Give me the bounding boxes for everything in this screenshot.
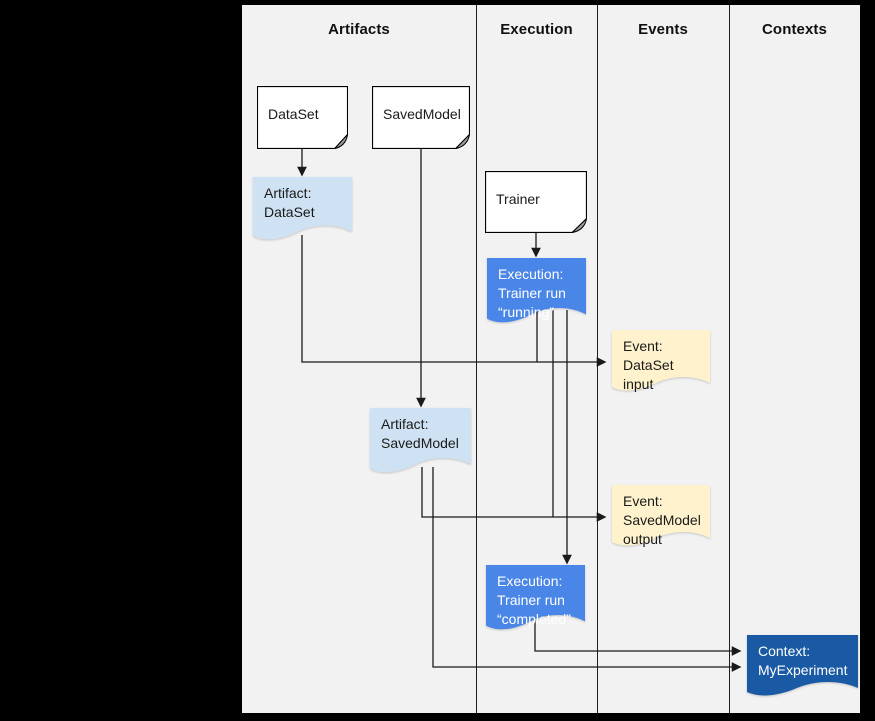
edge-completed-to-context bbox=[534, 620, 742, 656]
node-label: Event: SavedModel output bbox=[623, 493, 701, 547]
node-event-dataset-input: Event: DataSet input bbox=[612, 330, 710, 394]
node-label: SavedModel bbox=[383, 106, 461, 122]
node-dataset-type: DataSet bbox=[257, 86, 348, 149]
node-label: Artifact: SavedModel bbox=[381, 416, 459, 451]
edge-artifact-savedmodel-to-context bbox=[432, 467, 742, 672]
column-header-artifacts: Artifacts bbox=[328, 21, 390, 38]
node-label: Execution: Trainer run “completed” bbox=[497, 573, 571, 627]
mlmd-lineage-diagram: Artifacts Execution Events Contexts bbox=[242, 5, 860, 713]
column-header-events: Events bbox=[638, 21, 688, 38]
folded-note-shape bbox=[257, 86, 348, 149]
node-context-myexperiment: Context: MyExperiment bbox=[747, 635, 858, 699]
folded-note-shape bbox=[372, 86, 470, 149]
column-divider bbox=[729, 5, 730, 713]
folded-note-shape bbox=[485, 171, 587, 233]
edge-artifact-savedmodel-to-event bbox=[421, 467, 607, 522]
node-label: Context: MyExperiment bbox=[758, 643, 848, 678]
document-shape bbox=[253, 177, 352, 240]
node-label: Execution: Trainer run “running” bbox=[498, 266, 566, 320]
node-execution-completed: Execution: Trainer run “completed” bbox=[486, 565, 585, 633]
column-divider bbox=[476, 5, 477, 713]
node-execution-running: Execution: Trainer run “running” bbox=[487, 258, 586, 326]
node-label: Artifact: DataSet bbox=[264, 185, 315, 220]
document-shape bbox=[486, 565, 585, 630]
node-label: Trainer bbox=[496, 190, 540, 207]
document-shape bbox=[612, 485, 710, 546]
node-label: Event: DataSet input bbox=[623, 338, 674, 392]
document-shape bbox=[747, 635, 858, 696]
column-header-contexts: Contexts bbox=[762, 21, 827, 38]
edge-artifact-dataset-to-event bbox=[301, 235, 607, 367]
connector-lines bbox=[297, 149, 742, 672]
document-shape bbox=[370, 408, 471, 473]
node-artifact-savedmodel: Artifact: SavedModel bbox=[370, 408, 471, 476]
node-artifact-dataset: Artifact: DataSet bbox=[253, 177, 352, 243]
column-header-execution: Execution bbox=[500, 21, 573, 38]
document-shape bbox=[612, 330, 710, 391]
document-shape bbox=[487, 258, 586, 323]
node-trainer-type: Trainer bbox=[485, 171, 587, 233]
node-event-savedmodel-output: Event: SavedModel output bbox=[612, 485, 710, 549]
node-label: DataSet bbox=[268, 106, 319, 122]
node-savedmodel-type: SavedModel bbox=[372, 86, 470, 149]
